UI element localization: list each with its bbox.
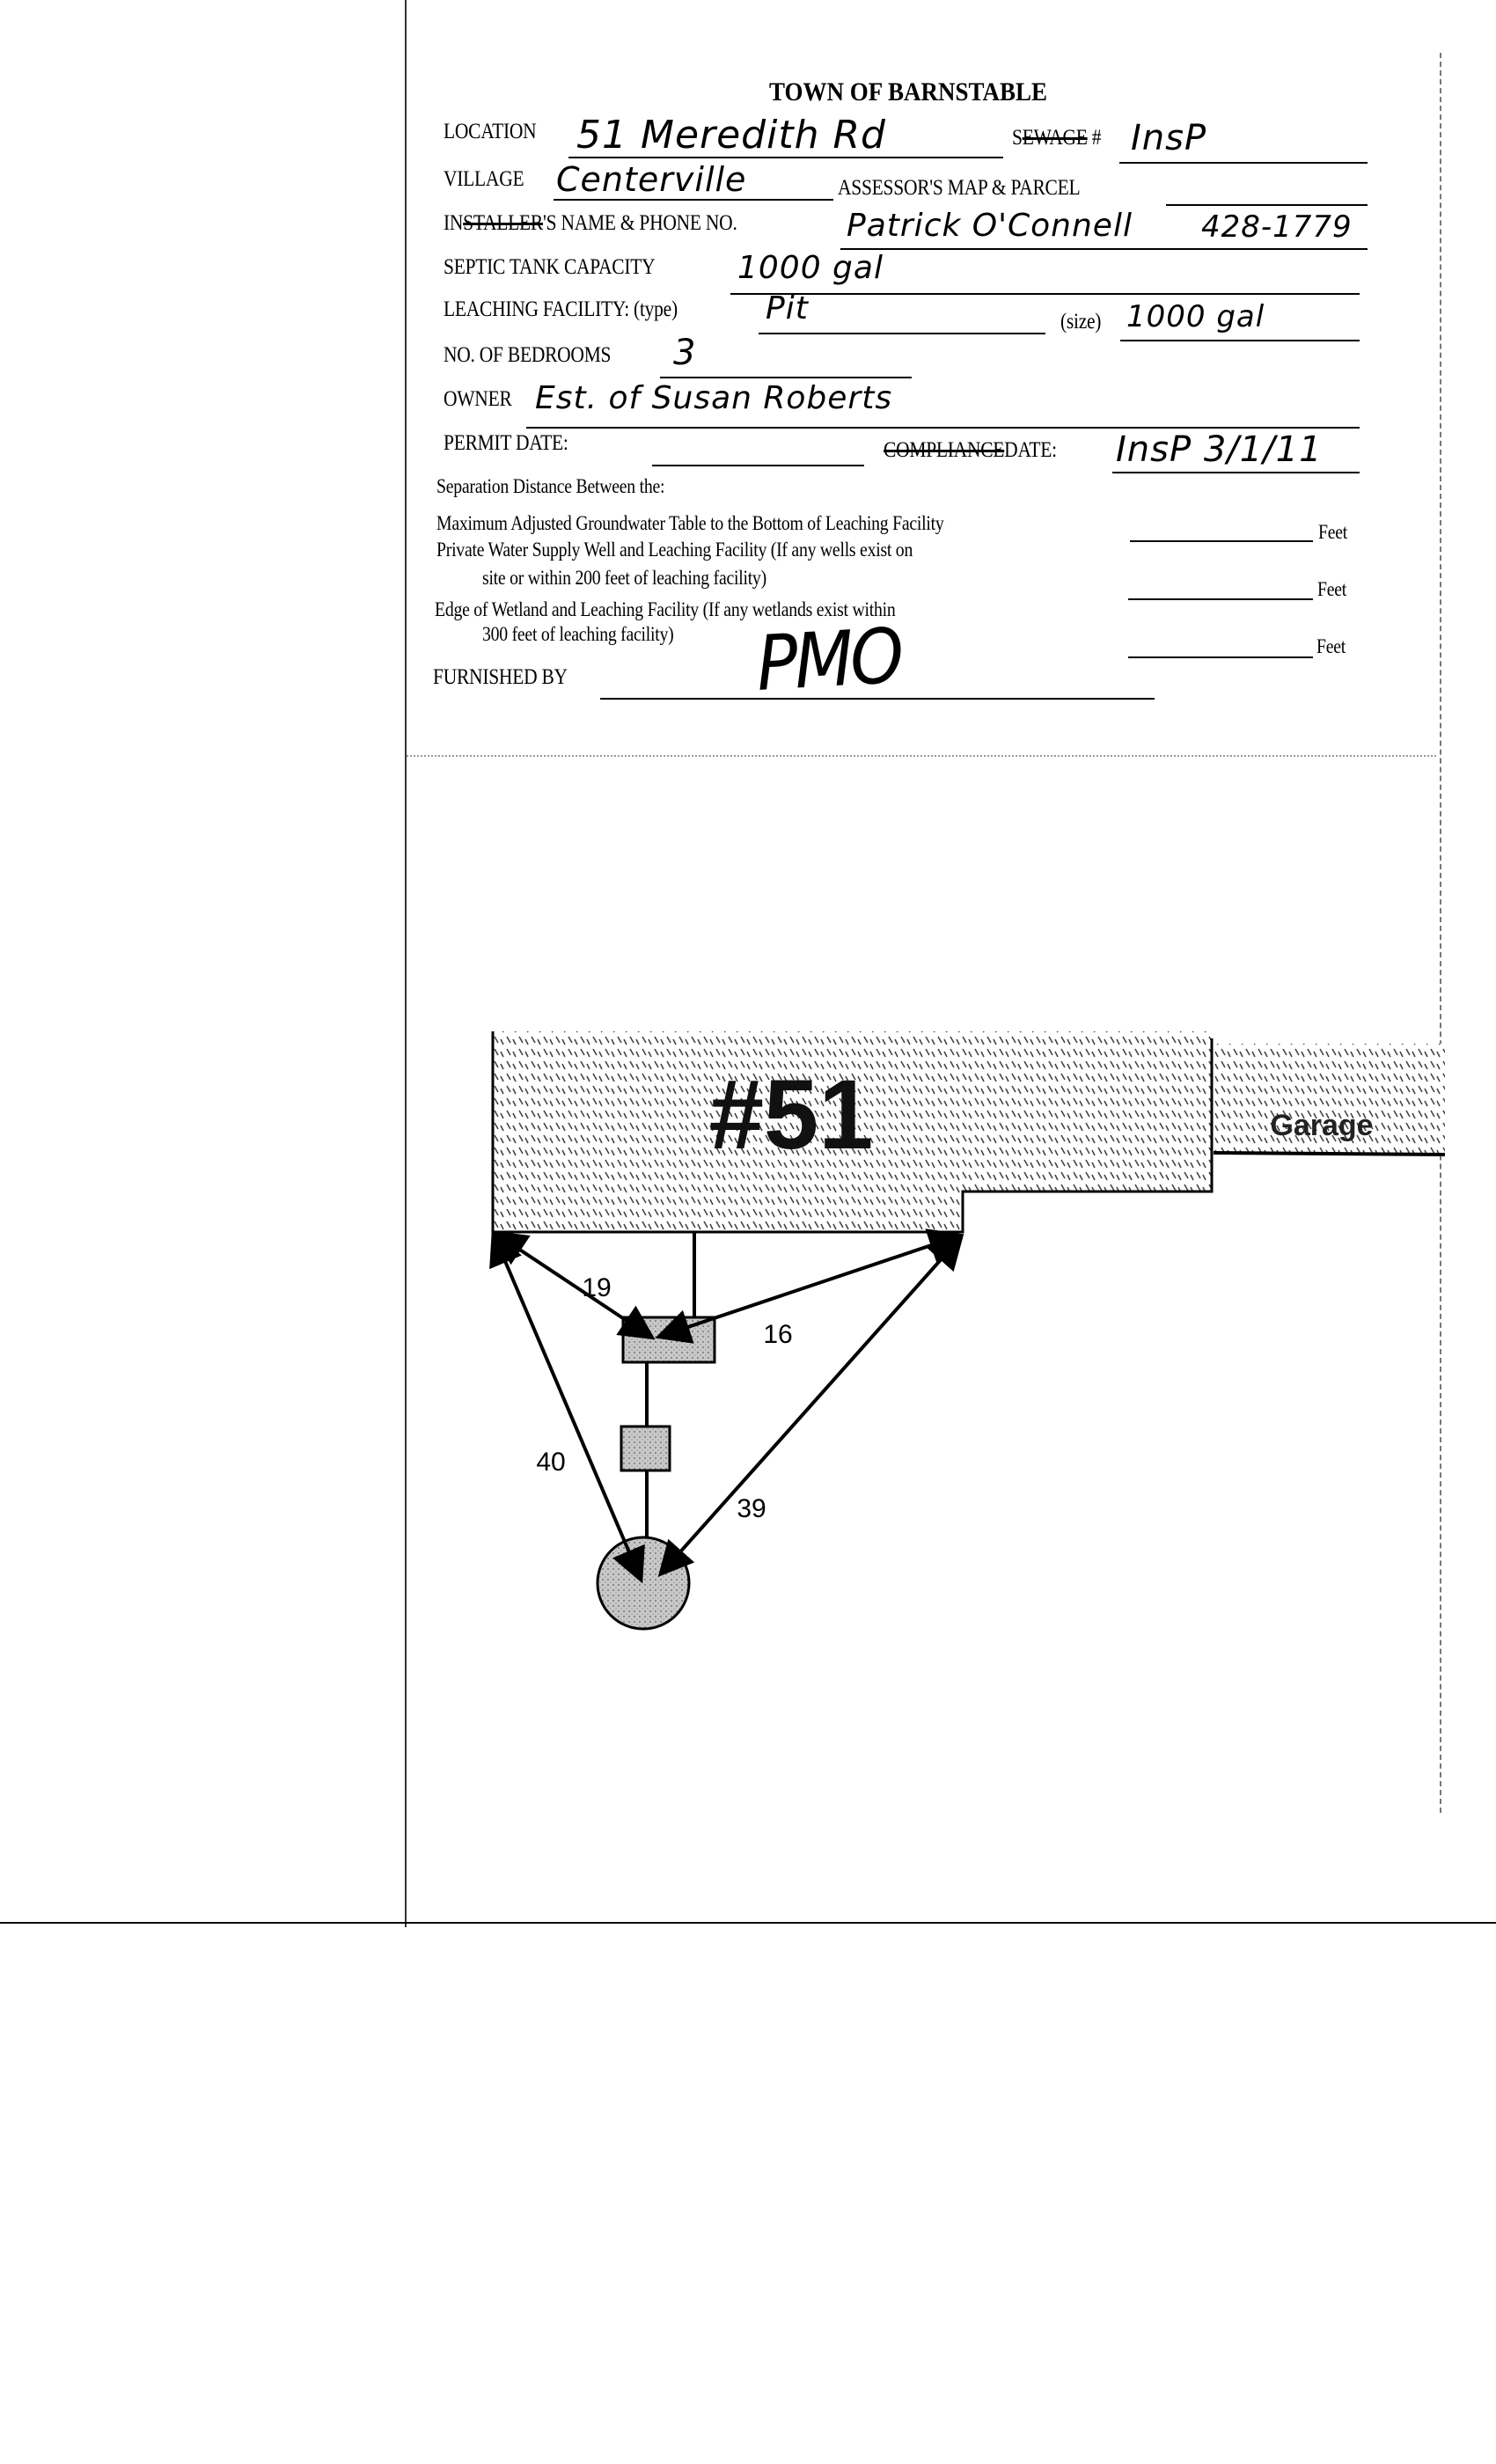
form-bottom-dots (407, 755, 1436, 757)
distance-16: 16 (763, 1320, 792, 1349)
arrow-40 (489, 1229, 645, 1584)
bedrooms-label: NO. OF BEDROOMS (444, 343, 612, 367)
septic-value[interactable]: 1000 gal (737, 250, 884, 286)
page-left-border (405, 0, 407, 1927)
separation-well-1: Private Water Supply Well and Leaching F… (436, 539, 913, 561)
page-bottom-border (0, 1922, 1496, 1924)
bedrooms-value[interactable]: 3 (673, 333, 697, 373)
compliance-struck: COMPLIANCE (884, 438, 1005, 462)
sewage-line (1119, 162, 1368, 164)
leaching-type-line (759, 333, 1045, 334)
separation-well-2: site or within 200 feet of leaching faci… (482, 567, 766, 589)
compliance-date-label: COMPLIANCEDATE: (884, 438, 1057, 463)
village-line (554, 199, 833, 201)
leaching-label: LEACHING FACILITY: (type) (444, 297, 678, 321)
wetland-feet-line (1128, 656, 1313, 658)
permit-date-label: PERMIT DATE: (444, 431, 568, 455)
village-label: VILLAGE (444, 167, 524, 191)
installer-suffix: 'S NAME & PHONE NO. (543, 211, 737, 235)
distribution-box (620, 1425, 671, 1472)
bedrooms-line (660, 377, 912, 378)
owner-line (526, 427, 1360, 429)
leaching-pit (596, 1536, 691, 1631)
distance-19: 19 (582, 1273, 611, 1302)
installer-value[interactable]: Patrick O'Connell (847, 208, 1133, 244)
feet-label-3: Feet (1316, 635, 1346, 657)
size-line (1120, 340, 1360, 341)
garage (1213, 1044, 1446, 1156)
furnished-by-label: FURNISHED BY (433, 665, 568, 689)
septic-label: SEPTIC TANK CAPACITY (444, 255, 656, 279)
septic-line (730, 293, 1360, 295)
garage-label: Garage (1270, 1109, 1373, 1142)
distance-40: 40 (536, 1448, 565, 1477)
date-label: DATE: (1004, 438, 1057, 462)
well-feet-line (1128, 598, 1313, 600)
sewage-label: SEWAGE # (1012, 126, 1102, 150)
installer-struck: STALLER (463, 211, 544, 235)
distance-39: 39 (737, 1494, 766, 1523)
arrow-16 (655, 1228, 964, 1344)
owner-value[interactable]: Est. of Susan Roberts (535, 380, 893, 416)
owner-label: OWNER (444, 387, 512, 411)
arrow-19 (491, 1230, 656, 1340)
installer-phone[interactable]: 428-1779 (1201, 209, 1353, 245)
size-label: (size) (1060, 310, 1102, 334)
house-number-label: #51 (709, 1060, 874, 1170)
separation-groundwater: Maximum Adjusted Groundwater Table to th… (436, 512, 944, 534)
compliance-date-value[interactable]: InsP 3/1/11 (1116, 429, 1323, 470)
compliance-date-line (1112, 472, 1360, 473)
pipes (645, 1232, 696, 1558)
arrow-39 (657, 1234, 964, 1577)
installer-prefix: IN (444, 211, 464, 235)
village-value[interactable]: Centerville (556, 160, 747, 199)
location-value[interactable]: 51 Meredith Rd (576, 113, 886, 158)
site-plan-diagram: #51 Garage 19 16 40 39 (489, 1031, 1446, 1631)
sewage-value[interactable]: InsP (1131, 118, 1207, 158)
assessor-label: ASSESSOR'S MAP & PARCEL (838, 176, 1081, 200)
furnished-by-signature: PMO (754, 612, 903, 708)
sewage-prefix: S (1012, 126, 1023, 150)
form-title: TOWN OF BARNSTABLE (768, 77, 1048, 106)
sewage-suffix: # (1087, 126, 1102, 150)
permit-date-line (652, 465, 864, 466)
distance-arrows (489, 1228, 964, 1584)
house-51 (491, 1031, 1214, 1234)
furnished-by-line (600, 698, 1155, 700)
page-right-border (1440, 53, 1441, 1813)
leaching-type-value[interactable]: Pit (766, 290, 809, 326)
assessor-line (1166, 204, 1368, 206)
feet-label-2: Feet (1317, 578, 1347, 600)
separation-heading: Separation Distance Between the: (436, 475, 665, 497)
feet-label-1: Feet (1318, 521, 1348, 543)
sewage-struck: EWAGE (1022, 126, 1088, 150)
size-value[interactable]: 1000 gal (1126, 299, 1265, 334)
installer-label: INSTALLER'S NAME & PHONE NO. (444, 211, 737, 236)
separation-wetland-1: Edge of Wetland and Leaching Facility (I… (435, 598, 896, 620)
groundwater-feet-line (1130, 540, 1313, 542)
separation-wetland-2: 300 feet of leaching facility) (482, 623, 674, 645)
location-label: LOCATION (444, 120, 537, 143)
location-line (568, 157, 1003, 158)
installer-line (840, 248, 1368, 250)
